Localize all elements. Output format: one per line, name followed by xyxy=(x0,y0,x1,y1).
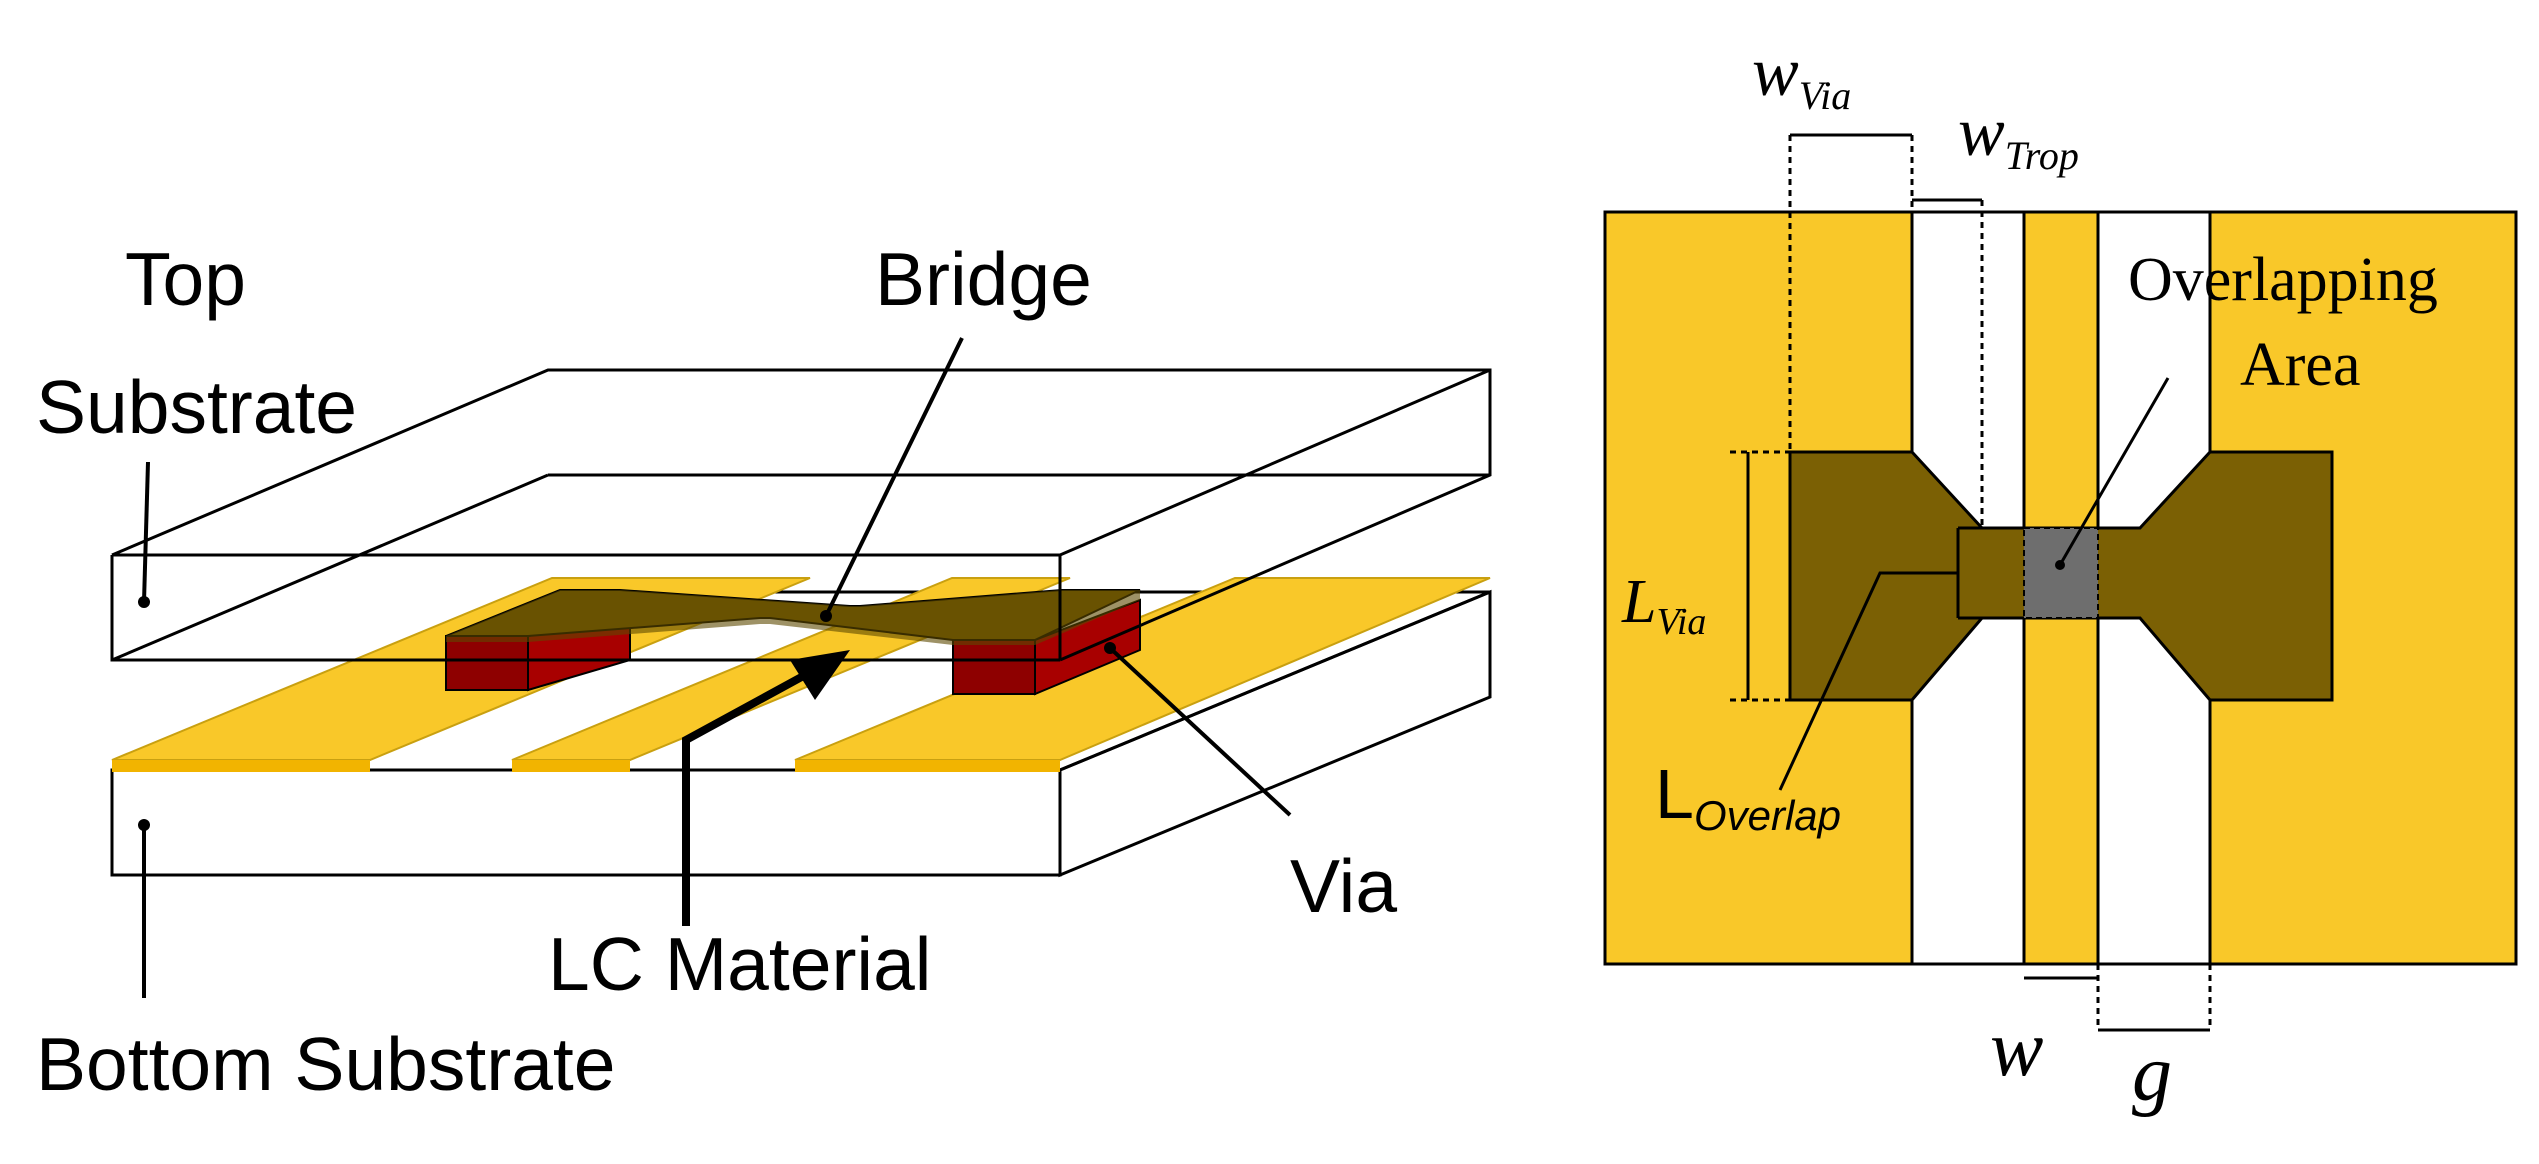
left-pointers xyxy=(138,337,1292,998)
label-l-overlap: LOverlap xyxy=(1655,755,1841,839)
label-w: w xyxy=(1990,1005,2043,1093)
label-via: Via xyxy=(1290,844,1397,928)
left-3d-figure: Top Substrate Bridge Via LC Material Bot… xyxy=(36,237,1492,1106)
lc-material-arrow xyxy=(682,664,820,926)
bridge-shape xyxy=(445,589,1141,645)
label-w-trop: wTrop xyxy=(1958,94,2079,178)
label-bottom-substrate: Bottom Substrate xyxy=(36,1022,615,1106)
label-top-substrate-line1: Top xyxy=(125,237,246,321)
label-l-via: LVia xyxy=(1621,568,1706,643)
top-substrate xyxy=(110,368,1492,662)
label-bridge: Bridge xyxy=(875,237,1092,321)
label-overlapping-line2: Area xyxy=(2240,331,2360,399)
right-top-view: wVia wTrop Overlapping Area LVia LOverla… xyxy=(1603,34,2518,1118)
label-g: g xyxy=(2132,1030,2172,1118)
label-top-substrate-line2: Substrate xyxy=(36,365,357,449)
label-overlapping-line1: Overlapping xyxy=(2128,246,2438,314)
via-right xyxy=(952,639,1036,695)
via-left xyxy=(445,635,529,691)
label-w-via: wVia xyxy=(1752,34,1851,118)
label-lc-material: LC Material xyxy=(548,922,931,1006)
overlapping-area xyxy=(2023,527,2099,619)
